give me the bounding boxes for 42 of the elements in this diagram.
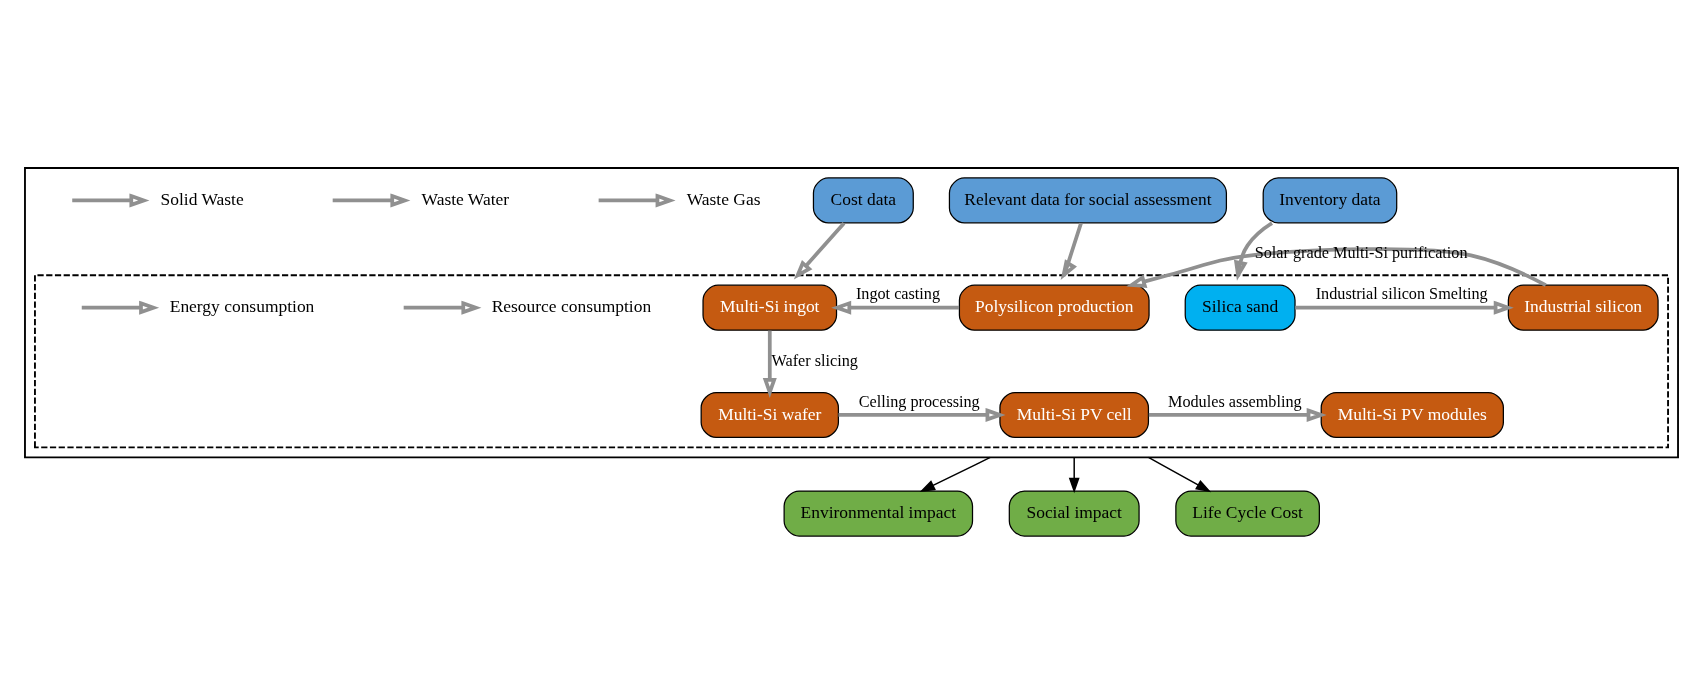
arrow: [1295, 300, 1514, 315]
edge-label: Industrial silicon Smelting: [1315, 284, 1488, 303]
arrow: [838, 407, 1006, 422]
node-box: Multi-Si PV modules: [1320, 391, 1504, 438]
arrow: [762, 330, 777, 398]
arrow: [1148, 407, 1327, 422]
node-box: Cost data: [812, 176, 914, 223]
node-text: Energy consumption: [169, 295, 315, 316]
arrow: [1147, 456, 1212, 492]
edge-label: Wafer slicing: [771, 351, 858, 370]
arrow: [1233, 220, 1274, 281]
edge-label: Modules assembling: [1167, 392, 1302, 411]
node-box: Environmental impact: [783, 489, 974, 537]
arrow: [72, 192, 150, 207]
node-box: Social impact: [1008, 489, 1140, 537]
edge-label: Celling processing: [858, 392, 980, 411]
arrow: [81, 300, 160, 315]
node-box: Multi-Si wafer: [700, 391, 840, 438]
node-box: Multi-Si ingot: [702, 284, 838, 331]
edge-label: Solar grade Multi-Si purification: [1254, 243, 1468, 262]
arrow: [1060, 222, 1083, 280]
arrow: [831, 300, 960, 315]
arrow: [598, 192, 676, 207]
arrow: [1068, 456, 1080, 493]
node-text: Waste Gas: [686, 188, 761, 209]
arrow: [1126, 246, 1547, 288]
arrow: [793, 221, 846, 279]
node-box: Industrial silicon: [1507, 284, 1659, 331]
node-box: Life Cycle Cost: [1175, 489, 1320, 537]
arrow: [919, 456, 991, 492]
node-text: Solid Waste: [160, 188, 244, 209]
node-text: Waste Water: [421, 188, 510, 209]
cluster: [24, 166, 1679, 458]
node-box: Silica sand: [1184, 284, 1296, 331]
node-box: Polysilicon production: [958, 284, 1150, 331]
edge-label: Ingot casting: [855, 284, 941, 303]
node-box: Multi-Si PV cell: [999, 391, 1150, 438]
node-box: Inventory data: [1262, 176, 1398, 223]
node-text: Resource consumption: [491, 295, 652, 316]
arrow: [332, 192, 411, 207]
node-box: Relevant data for social assessment: [948, 176, 1228, 223]
arrow: [403, 300, 482, 315]
